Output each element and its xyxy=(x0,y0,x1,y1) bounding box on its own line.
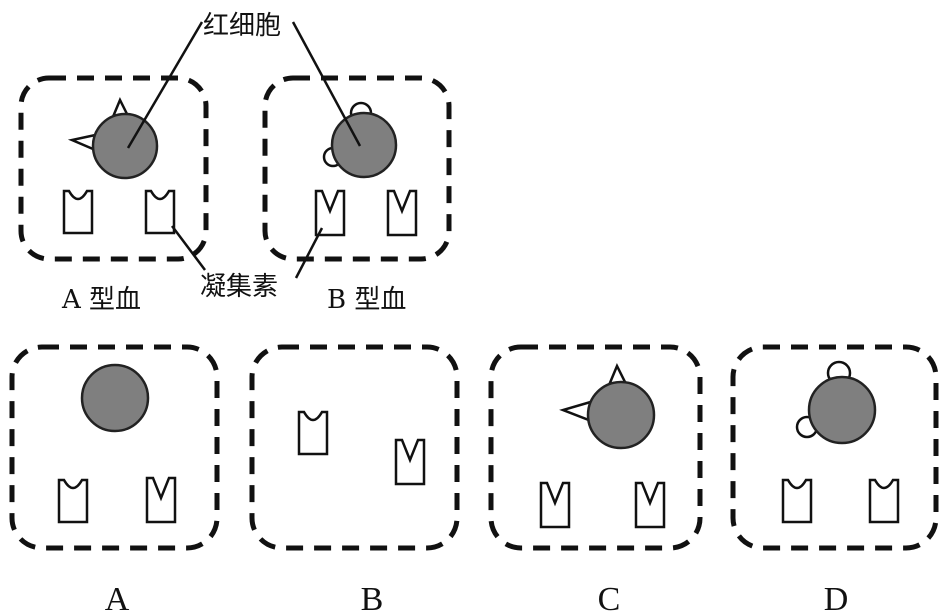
label-agglutinin: 凝集素 xyxy=(200,272,278,302)
option-a-box xyxy=(9,344,220,551)
label-type-b: B 型血 xyxy=(327,285,406,315)
option-b-agglutinin-v xyxy=(394,438,426,486)
leader-red-cell-b xyxy=(291,21,362,147)
type-b-panel xyxy=(262,75,452,262)
option-c-box xyxy=(488,344,703,551)
option-d-box xyxy=(730,344,939,551)
option-b-box xyxy=(249,344,460,551)
option-d-panel xyxy=(730,344,939,551)
leader-red-cell-a xyxy=(126,21,204,149)
leader-agglutinin-b xyxy=(294,227,324,279)
agglutinin-anti-a-2 xyxy=(144,189,176,235)
red-blood-cell-b xyxy=(330,111,398,179)
agglutinin-anti-a-1 xyxy=(62,189,94,235)
type-b-box xyxy=(262,75,452,262)
option-b-agglutinin-round xyxy=(297,410,329,456)
option-b-panel xyxy=(249,344,460,551)
option-a-panel xyxy=(9,344,220,551)
red-blood-cell-a xyxy=(91,112,159,180)
option-a-label: A xyxy=(105,581,130,616)
option-c-label: C xyxy=(598,581,621,616)
option-d-agglutinin-round-1 xyxy=(781,478,813,524)
type-a-box xyxy=(18,75,209,262)
option-d-cell xyxy=(807,375,877,445)
leader-agglutinin-a xyxy=(171,225,206,271)
option-c-cell xyxy=(586,380,656,450)
option-d-label: D xyxy=(824,581,849,616)
label-type-a: A 型血 xyxy=(61,285,141,315)
label-red-blood-cell: 红细胞 xyxy=(203,11,281,41)
option-d-agglutinin-round-2 xyxy=(868,478,900,524)
option-a-agglutinin-round xyxy=(57,478,89,524)
option-b-label: B xyxy=(361,581,384,616)
agglutinin-anti-b-1 xyxy=(314,189,346,237)
type-a-panel xyxy=(18,75,209,262)
agglutinin-anti-b-2 xyxy=(386,189,418,237)
option-a-cell xyxy=(80,363,150,433)
option-c-agglutinin-v-2 xyxy=(634,481,666,529)
option-c-agglutinin-v-1 xyxy=(539,481,571,529)
option-c-panel xyxy=(488,344,703,551)
option-a-agglutinin-v xyxy=(145,476,177,524)
